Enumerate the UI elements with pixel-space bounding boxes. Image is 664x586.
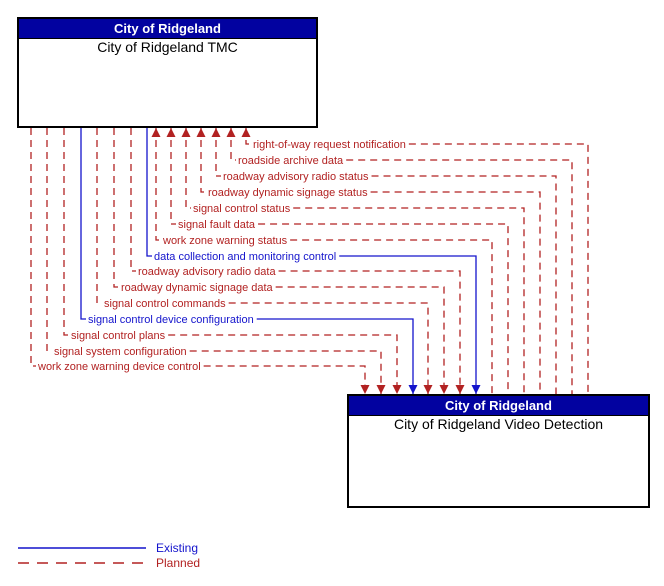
flow-label: work zone warning device control bbox=[37, 361, 201, 373]
flow-7: work zone warning status bbox=[151, 128, 493, 394]
flow-label: work zone warning status bbox=[162, 235, 288, 247]
arrowhead-up-icon bbox=[181, 128, 191, 137]
tmc-box-header: City of Ridgeland bbox=[19, 19, 316, 39]
arrowhead-down-icon bbox=[455, 385, 465, 394]
flow-6: signal fault data bbox=[166, 128, 509, 394]
flow-1: right-of-way request notification bbox=[241, 128, 589, 394]
flow-line-left bbox=[63, 128, 69, 336]
flow-label: roadway dynamic signage status bbox=[208, 187, 368, 199]
legend-existing-label: Existing bbox=[156, 541, 199, 555]
flow-line-right bbox=[203, 365, 366, 394]
arrowhead-up-icon bbox=[241, 128, 251, 137]
flow-line-right bbox=[408, 143, 589, 394]
flow-4: roadway dynamic signage status bbox=[196, 128, 541, 394]
entity-box-tmc[interactable]: City of Ridgeland City of Ridgeland TMC bbox=[17, 17, 318, 128]
arrowhead-up-icon bbox=[196, 128, 206, 137]
flow-9: roadway advisory radio data bbox=[130, 128, 465, 394]
flow-3: roadway advisory radio status bbox=[211, 128, 557, 394]
flow-line-left bbox=[113, 128, 119, 288]
flow-line-left bbox=[170, 128, 176, 225]
flow-label: roadside archive data bbox=[238, 155, 344, 167]
arrowhead-down-icon bbox=[423, 385, 433, 394]
legend-planned-label: Planned bbox=[156, 556, 201, 570]
flow-label: signal control plans bbox=[71, 330, 166, 342]
flow-15: work zone warning device control bbox=[30, 128, 370, 394]
flow-line-left bbox=[215, 128, 221, 177]
arrowhead-down-icon bbox=[471, 385, 481, 394]
arrowhead-up-icon bbox=[151, 128, 161, 137]
flow-line-left bbox=[200, 128, 206, 193]
arrowhead-up-icon bbox=[166, 128, 176, 137]
flow-10: roadway dynamic signage data bbox=[113, 128, 449, 394]
flow-label: signal control device configuration bbox=[88, 314, 254, 326]
flow-line-left bbox=[80, 128, 86, 320]
flow-label: right-of-way request notification bbox=[253, 139, 406, 151]
arrowhead-down-icon bbox=[360, 385, 370, 394]
flow-12: signal control device configuration bbox=[80, 128, 418, 394]
flow-8: data collection and monitoring control bbox=[146, 128, 481, 394]
flow-label: roadway advisory radio data bbox=[138, 266, 276, 278]
flow-label: signal fault data bbox=[178, 219, 256, 231]
flow-line-right bbox=[258, 223, 509, 394]
flow-line-right bbox=[371, 175, 557, 394]
flow-line-right bbox=[346, 159, 573, 394]
flow-label: signal control commands bbox=[104, 298, 226, 310]
flow-line-left bbox=[185, 128, 191, 209]
arrowhead-up-icon bbox=[226, 128, 236, 137]
flow-line-right bbox=[228, 302, 429, 394]
flow-line-left bbox=[30, 128, 36, 367]
flow-line-left bbox=[146, 128, 152, 257]
flow-line-right bbox=[189, 350, 382, 394]
tmc-box-title: City of Ridgeland TMC bbox=[97, 39, 238, 55]
flow-line-right bbox=[290, 239, 493, 394]
arrowhead-down-icon bbox=[376, 385, 386, 394]
flow-line-right bbox=[370, 191, 541, 394]
video-box-title: City of Ridgeland Video Detection bbox=[393, 416, 604, 432]
flow-label: roadway dynamic signage data bbox=[121, 282, 274, 294]
arrowhead-up-icon bbox=[211, 128, 221, 137]
flow-line-left bbox=[96, 128, 102, 304]
flow-line-right bbox=[168, 334, 398, 394]
flow-line-left bbox=[46, 128, 52, 352]
flow-11: signal control commands bbox=[96, 128, 433, 394]
flow-2: roadside archive data bbox=[226, 128, 573, 394]
entity-box-video-detection[interactable]: City of Ridgeland City of Ridgeland Vide… bbox=[347, 394, 650, 508]
arrowhead-down-icon bbox=[439, 385, 449, 394]
arrowhead-down-icon bbox=[408, 385, 418, 394]
video-box-header: City of Ridgeland bbox=[349, 396, 648, 416]
flow-line-left bbox=[155, 128, 161, 241]
flow-14: signal system configuration bbox=[46, 128, 386, 394]
flow-line-right bbox=[339, 255, 477, 394]
flow-5: signal control status bbox=[181, 128, 525, 394]
flow-13: signal control plans bbox=[63, 128, 402, 394]
flow-label: signal system configuration bbox=[54, 346, 187, 358]
flow-line-right bbox=[256, 318, 414, 394]
flow-line-right bbox=[293, 207, 525, 394]
arrowhead-down-icon bbox=[392, 385, 402, 394]
flow-line-left bbox=[130, 128, 136, 272]
flow-label: roadway advisory radio status bbox=[223, 171, 369, 183]
flow-line-right bbox=[275, 286, 445, 394]
flow-line-right bbox=[278, 270, 461, 394]
flow-label: data collection and monitoring control bbox=[154, 251, 336, 263]
flow-label: signal control status bbox=[193, 203, 291, 215]
